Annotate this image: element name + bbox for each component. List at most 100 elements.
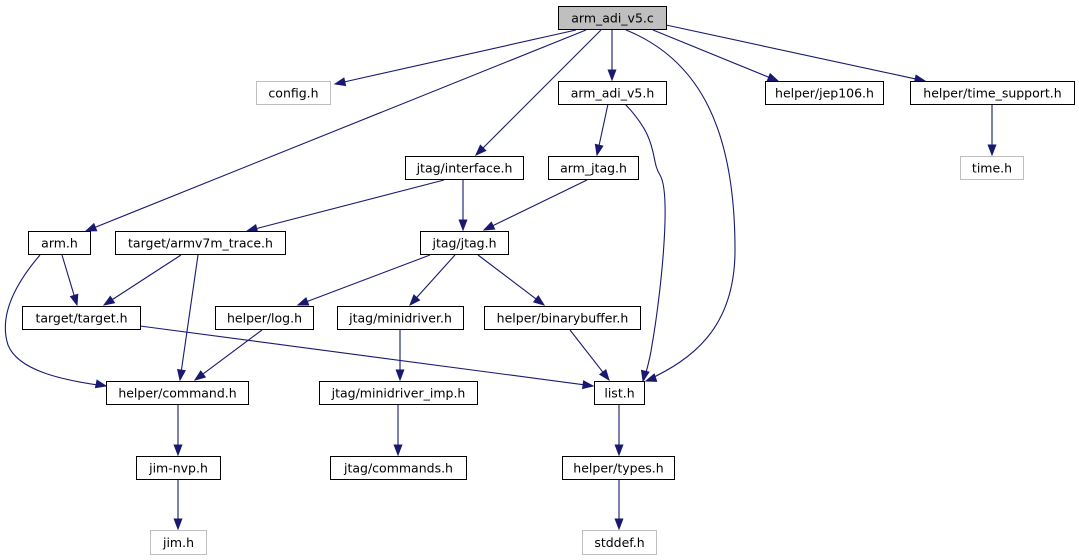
node-jim-h[interactable]: jim.h <box>150 530 207 555</box>
edge-helper-command-h-to-jim-nvp-h <box>173 405 183 457</box>
edge-target-armv7m-trace-h-to-target-target-h <box>102 254 182 306</box>
node-label: stddef.h <box>594 535 644 550</box>
node-label: helper/types.h <box>573 461 663 476</box>
edge-helper-types-h-to-stddef-h <box>614 480 624 531</box>
node-label: jtag/minidriver_imp.h <box>331 386 466 401</box>
node-config-h[interactable]: config.h <box>256 81 331 105</box>
node-label: jim.h <box>162 535 194 550</box>
edge-arm-adi-v5-h-to-list-h <box>624 103 666 383</box>
edge-helper-time-support-h-to-time-h <box>987 104 997 157</box>
edge-jtag-minidriver-h-to-jtag-minidriver-imp-h <box>395 330 405 382</box>
node-box <box>319 381 478 405</box>
edge-arm-adi-v5-c-to-config-h <box>333 29 577 87</box>
edge-arm-h-to-target-target-h <box>61 254 79 307</box>
node-target-armv7m-trace-h[interactable]: target/armv7m_trace.h <box>115 231 286 255</box>
node-box <box>405 156 524 180</box>
node-box <box>106 381 249 405</box>
edge-arm-adi-v5-c-to-helper-jep106-h <box>652 29 780 82</box>
edge-arm-adi-v5-h-to-arm-jtag-h <box>594 103 609 157</box>
edge-jtag-jtag-h-to-helper-log-h <box>296 254 431 306</box>
edge-jtag-interface-h-to-jtag-jtag-h <box>458 180 468 232</box>
node-box <box>256 81 331 105</box>
node-target-target-h[interactable]: target/target.h <box>22 306 141 330</box>
nodes-layer: arm_adi_v5.c config.h arm_adi_v5.h helper/j… <box>22 6 1075 555</box>
edges-layer <box>4 24 997 531</box>
node-list-h[interactable]: list.h <box>594 381 645 405</box>
node-label: arm_adi_v5.h <box>571 86 655 101</box>
node-label: helper/command.h <box>118 386 236 401</box>
node-helper-jep106-h[interactable]: helper/jep106.h <box>765 81 884 105</box>
node-box <box>960 156 1024 180</box>
node-label: target/armv7m_trace.h <box>128 236 273 251</box>
node-arm-h[interactable]: arm.h <box>28 231 91 255</box>
node-box <box>548 156 639 180</box>
node-jtag-minidriver-imp-h[interactable]: jtag/minidriver_imp.h <box>319 381 478 405</box>
node-label: jtag/commands.h <box>343 461 453 476</box>
node-time-h[interactable]: time.h <box>960 156 1024 180</box>
node-box <box>136 456 221 480</box>
node-label: jim-nvp.h <box>148 461 208 476</box>
edge-helper-binarybuffer-h-to-list-h <box>569 329 610 382</box>
node-jim-nvp-h[interactable]: jim-nvp.h <box>136 456 221 480</box>
node-box <box>115 231 286 255</box>
edge-jtag-jtag-h-to-helper-binarybuffer-h <box>477 254 546 306</box>
node-arm-jtag-h[interactable]: arm_jtag.h <box>548 156 639 180</box>
node-jtag-interface-h[interactable]: jtag/interface.h <box>405 156 524 180</box>
node-label: target/target.h <box>35 311 127 326</box>
node-arm-adi-v5-c[interactable]: arm_adi_v5.c <box>558 6 667 30</box>
node-helper-log-h[interactable]: helper/log.h <box>215 306 314 330</box>
node-label: arm_jtag.h <box>560 161 627 176</box>
node-label: helper/log.h <box>227 311 302 326</box>
node-box <box>150 530 207 555</box>
node-label: jtag/interface.h <box>416 161 513 176</box>
node-label: helper/jep106.h <box>775 86 874 101</box>
node-box <box>337 306 464 330</box>
node-box <box>420 231 509 255</box>
edge-arm-adi-v5-c-to-jtag-interface-h <box>475 29 602 156</box>
node-label: jtag/jtag.h <box>431 236 496 251</box>
edge-list-h-to-helper-types-h <box>614 405 624 457</box>
edge-arm-adi-v5-c-to-arm-h <box>84 29 587 232</box>
node-helper-binarybuffer-h[interactable]: helper/binarybuffer.h <box>484 306 641 330</box>
node-stddef-h[interactable]: stddef.h <box>582 530 657 555</box>
node-jtag-minidriver-h[interactable]: jtag/minidriver.h <box>337 306 464 330</box>
node-box <box>215 306 314 330</box>
edge-jtag-jtag-h-to-jtag-minidriver-h <box>409 254 456 307</box>
node-box <box>484 306 641 330</box>
edge-helper-log-h-to-helper-command-h <box>193 329 263 381</box>
node-box <box>558 6 667 30</box>
node-jtag-jtag-h[interactable]: jtag/jtag.h <box>420 231 509 255</box>
node-label: list.h <box>604 386 634 401</box>
node-label: jtag/minidriver.h <box>348 311 452 326</box>
edge-arm-h-to-helper-command-h <box>4 254 108 389</box>
node-box <box>562 456 675 480</box>
edge-arm-adi-v5-c-to-helper-time-support-h <box>665 24 927 84</box>
node-label: helper/time_support.h <box>923 86 1061 101</box>
edge-target-target-h-to-list-h <box>139 325 595 390</box>
node-box <box>765 81 884 105</box>
node-box <box>558 81 667 105</box>
edge-jim-nvp-h-to-jim-h <box>173 480 183 531</box>
node-label: helper/binarybuffer.h <box>497 311 629 326</box>
edge-arm-adi-v5-c-to-arm-adi-v5-h <box>607 30 617 82</box>
node-label: arm_adi_v5.c <box>571 11 654 26</box>
node-helper-command-h[interactable]: helper/command.h <box>106 381 249 405</box>
node-box <box>594 381 645 405</box>
node-box <box>910 81 1075 105</box>
node-label: time.h <box>972 161 1012 176</box>
node-box <box>28 231 91 255</box>
edge-arm-adi-v5-c-to-list-h <box>625 29 736 382</box>
node-helper-time-support-h[interactable]: helper/time_support.h <box>910 81 1075 105</box>
edge-arm-jtag-h-to-jtag-jtag-h <box>482 179 588 231</box>
node-box <box>582 530 657 555</box>
edge-jtag-interface-h-to-target-armv7m-trace-h <box>245 179 445 233</box>
node-box <box>330 456 467 480</box>
node-label: arm.h <box>41 236 78 251</box>
edge-jtag-minidriver-imp-h-to-jtag-commands-h <box>393 405 403 457</box>
node-box <box>22 306 141 330</box>
node-helper-types-h[interactable]: helper/types.h <box>562 456 675 480</box>
edge-target-armv7m-trace-h-to-helper-command-h <box>177 254 199 382</box>
node-arm-adi-v5-h[interactable]: arm_adi_v5.h <box>558 81 667 105</box>
node-jtag-commands-h[interactable]: jtag/commands.h <box>330 456 467 480</box>
